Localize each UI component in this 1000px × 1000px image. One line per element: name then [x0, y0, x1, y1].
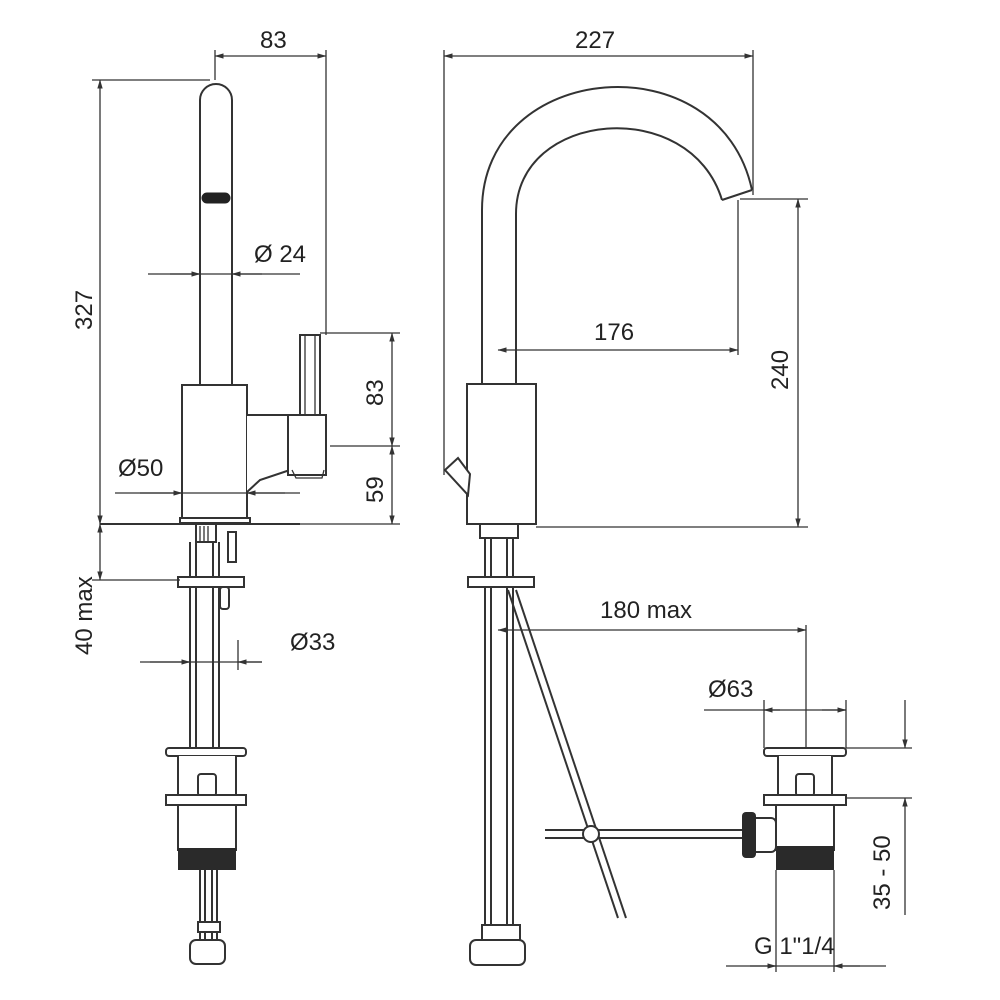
front-hose-nut	[189, 939, 226, 965]
side-dimensions: 227 176 240 180 max Ø63 35 - 50 G 1"1/4	[443, 27, 912, 972]
side-rod-pivot	[582, 825, 600, 843]
front-dimensions: 83 327 Ø 24 83 59 Ø50 40 max Ø33	[71, 27, 400, 670]
side-hose-nut	[469, 939, 526, 966]
front-deck-plate	[179, 517, 251, 524]
dim-max-deck-thickness: 40 max	[71, 576, 98, 655]
front-handle-block	[287, 414, 327, 476]
side-spout-inner	[515, 127, 723, 384]
side-fixing-nut	[467, 576, 535, 588]
dim-spout-reach-inner: 176	[594, 319, 634, 346]
dim-spout-clearance: 240	[767, 350, 794, 390]
side-lever	[443, 456, 472, 498]
front-body	[181, 384, 248, 523]
dim-drain-flange-diameter: Ø63	[708, 676, 753, 703]
dim-shank-diameter: Ø33	[290, 629, 335, 656]
dim-drain-thread: G 1"1/4	[754, 933, 835, 960]
side-drain-thread	[776, 846, 834, 870]
side-spout-outer	[481, 86, 753, 384]
front-drain-thread	[178, 848, 236, 870]
side-body	[466, 383, 537, 525]
front-aerator	[201, 192, 231, 204]
front-view	[100, 83, 327, 965]
side-view	[443, 86, 847, 966]
dim-spout-offset: 83	[260, 27, 287, 54]
dim-handle-base-height: 59	[362, 476, 389, 503]
dim-drain-length-range: 35 - 50	[869, 835, 896, 910]
front-spout-column	[199, 83, 233, 386]
front-lever	[299, 334, 321, 416]
dim-spout-diameter: Ø 24	[254, 241, 306, 268]
dim-spout-reach-total: 227	[575, 27, 615, 54]
front-handle-neck	[246, 395, 291, 493]
side-drain-knob	[742, 812, 756, 858]
dim-total-height: 327	[71, 290, 98, 330]
dim-pop-up-rod-max: 180 max	[600, 597, 692, 624]
front-fixing-nut	[177, 576, 245, 588]
front-drain-flange	[165, 747, 247, 757]
dim-handle-height: 83	[362, 379, 389, 406]
side-drain-flange	[763, 747, 847, 757]
dim-base-diameter: Ø50	[118, 455, 163, 482]
